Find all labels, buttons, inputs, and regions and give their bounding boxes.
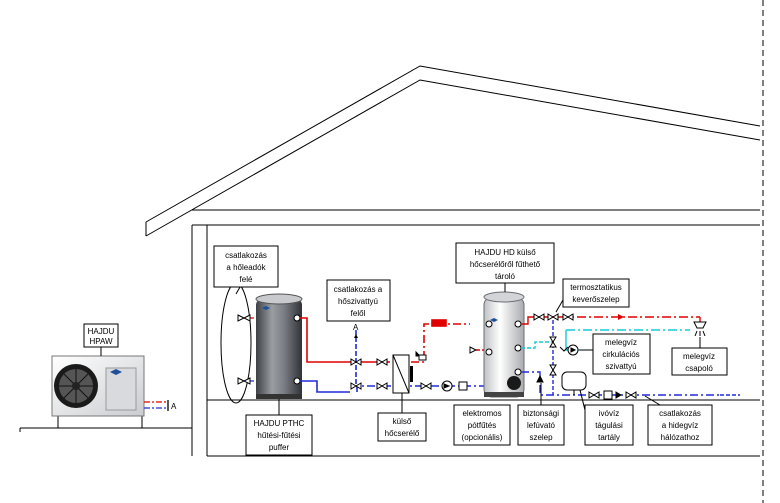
hpaw-label-line2: HPAW: [89, 337, 113, 346]
hd-tank-line1: HAJDU HD külső: [474, 248, 536, 257]
label-thermo-valve: termosztatikus keverőszelep: [555, 278, 630, 313]
label-electric: elektromos pótfűtés (opcionális): [453, 404, 511, 446]
hd-tank-line2: hőcserélőről fűthető: [470, 260, 541, 269]
thermo-valve-line1: termosztatikus: [570, 283, 622, 292]
label-tap: melegvíz csapoló: [671, 337, 728, 376]
consumer-valves: [237, 314, 251, 385]
expansion-tank: [561, 371, 587, 395]
heat-pump-pipes: [144, 400, 169, 411]
marker-a-right: A: [171, 402, 177, 411]
label-expansion: ivóvíz tágulási tartály: [579, 389, 634, 446]
circ-pump-line3: szivattyú: [605, 362, 636, 371]
tap-line2: csapoló: [685, 364, 713, 373]
tap-icon: [693, 321, 707, 337]
label-cold-water: csatlakozás a hidegvíz hálózathoz: [644, 395, 713, 446]
electric-line3: (opcionális): [462, 433, 503, 442]
electric-line2: pótfűtés: [468, 421, 496, 430]
label-hd-tank: HAJDU HD külső hőcserélőről fűthető táro…: [455, 242, 555, 292]
ext-hx-line1: külső: [393, 417, 412, 426]
safety-valve-line3: szelep: [529, 433, 553, 442]
hpaw-label-line1: HAJDU: [88, 327, 115, 336]
pthc-line3: puffer: [269, 443, 290, 452]
tap-line1: melegvíz: [683, 352, 715, 361]
building-outline: [19, 0, 764, 503]
electric-heater-icon: [431, 319, 447, 327]
cold-water-line2: a hidegvíz: [662, 421, 698, 430]
marker-a-top: A: [353, 323, 359, 332]
ext-hx-line2: hőcserélő: [385, 429, 420, 438]
label-ext-hx: külső hőcserélő: [377, 393, 427, 442]
hd-tank-line3: tároló: [495, 272, 516, 281]
expansion-line1: ivóvíz: [599, 409, 619, 418]
roof-inner: [145, 79, 761, 237]
label-consumers: csatlakozás a hőleadók felé: [213, 245, 279, 295]
pthc-line2: hűtési-fűtési: [257, 431, 300, 440]
safety-valve-line2: lefúvató: [527, 421, 556, 430]
consumers-line3: felé: [240, 275, 253, 284]
pthc-line1: HAJDU PTHC: [254, 419, 305, 428]
consumers-line1: csatlakozás: [225, 251, 267, 260]
dhw-fittings: [533, 313, 637, 400]
label-safety-valve: biztonsági lefúvató szelep: [517, 383, 565, 446]
expansion-line2: tágulási: [595, 421, 623, 430]
hd-hot-water-tank: [483, 291, 525, 398]
circ-pump-line2: cirkulációs: [602, 350, 639, 359]
cold-water-line1: csatlakozás: [659, 409, 701, 418]
electric-line1: elektromos: [462, 409, 501, 418]
brand-logo-icon: [110, 369, 122, 375]
heat-pump-unit: [51, 355, 145, 429]
heatpump-side-line2: hőszivattyú: [338, 297, 378, 306]
circ-pump-line1: melegvíz: [605, 338, 637, 347]
pthc-buffer-tank: [255, 293, 303, 399]
thermo-valve-line2: keverőszelep: [572, 295, 620, 304]
label-heatpump-side: csatlakozás a hőszivattyú felől: [326, 279, 391, 322]
label-pthc: HAJDU PTHC hűtési-fűtési puffer: [245, 399, 313, 456]
roof-outer: [145, 65, 761, 223]
primary-fittings: [350, 350, 468, 392]
safety-valve-line1: biztonsági: [523, 409, 559, 418]
consumers-line2: a hőleadók: [226, 263, 266, 272]
heatpump-side-line3: felől: [351, 309, 366, 318]
external-heat-exchanger: [392, 354, 413, 394]
expansion-line3: tartály: [598, 433, 620, 442]
heatpump-side-line1: csatlakozás a: [334, 285, 383, 294]
consumer-bubble: [220, 282, 252, 404]
thermostatic-valve-icon: [547, 313, 554, 321]
label-circ-pump: melegvíz cirkulációs szivattyú: [579, 333, 651, 375]
cold-water-line3: hálózathoz: [661, 433, 700, 442]
